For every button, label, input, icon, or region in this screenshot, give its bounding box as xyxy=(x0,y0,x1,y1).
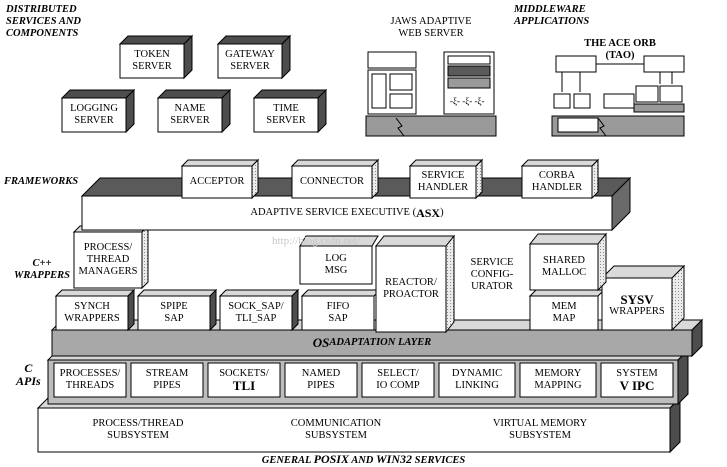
name-server-box xyxy=(156,88,232,134)
distributed-services-label: DISTRIBUTED SERVICES AND COMPONENTS xyxy=(6,4,81,39)
svg-text:-ξ- -ξ- -ξ-: -ξ- -ξ- -ξ- xyxy=(450,96,485,106)
c-api-processes-box xyxy=(53,362,127,398)
reactor-box xyxy=(374,234,456,334)
mem-map-box xyxy=(528,289,606,331)
c-api-named-box xyxy=(284,362,358,398)
acceptor-box xyxy=(180,158,260,200)
logging-server-box xyxy=(60,88,136,134)
process-thread-managers-box xyxy=(72,224,150,290)
fifo-box xyxy=(300,289,382,331)
cpp-wrappers-label: C++ WRAPPERS xyxy=(14,258,71,281)
subsystem-platform xyxy=(36,396,682,454)
c-api-select-box xyxy=(361,362,435,398)
gateway-server-box xyxy=(216,34,292,80)
jaws-illustration: -ξ- -ξ- -ξ- xyxy=(365,51,497,137)
corba-handler-box xyxy=(520,158,600,200)
spipe-box xyxy=(136,288,218,332)
connector-box xyxy=(290,158,380,200)
jaws-title: JAWS ADAPTIVE WEB SERVER xyxy=(390,16,472,39)
c-api-stream-box xyxy=(130,362,204,398)
tao-illustration xyxy=(551,55,685,137)
sysv-box xyxy=(600,264,686,332)
footer-label: GENERAL POSIX AND WIN32 SERVICES xyxy=(261,452,466,466)
c-apis-label: C APIs xyxy=(16,361,41,388)
middleware-label: MIDDLEWARE APPLICATIONS xyxy=(514,4,590,27)
time-server-box xyxy=(252,88,328,134)
c-api-dynamic-box xyxy=(438,362,516,398)
c-api-sysv-box xyxy=(600,362,674,398)
c-api-sockets-box xyxy=(207,362,281,398)
shared-malloc-box xyxy=(528,232,608,292)
synch-box xyxy=(54,288,136,332)
sock-box xyxy=(218,288,300,332)
frameworks-label: FRAMEWORKS xyxy=(4,176,79,187)
service-handler-box xyxy=(408,158,484,200)
watermark: http://blog.csdn.net/ xyxy=(272,235,361,247)
c-api-memory-box xyxy=(519,362,597,398)
token-server-box xyxy=(118,34,194,80)
log-msg-box xyxy=(299,235,379,285)
tao-title: THE ACE ORB (TAO) xyxy=(584,38,656,61)
